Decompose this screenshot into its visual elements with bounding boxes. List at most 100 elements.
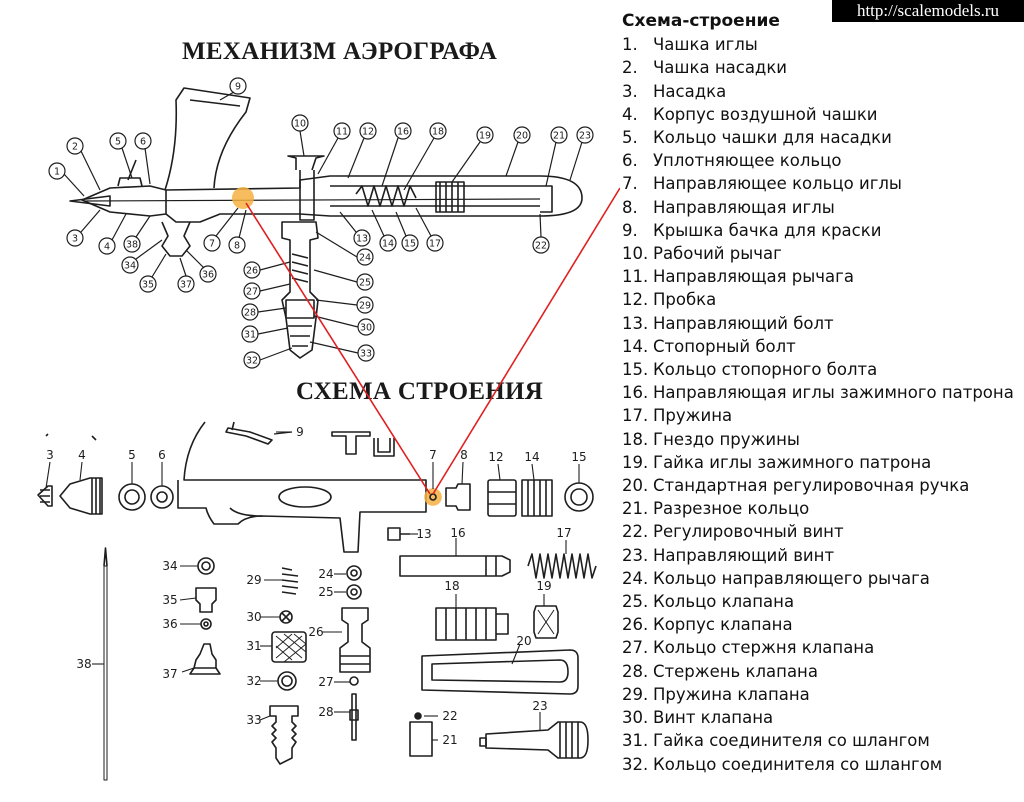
legend-item-text: Пробка [653, 290, 717, 310]
legend-item-number: 17. [622, 406, 649, 426]
assembly-callout-number: 37 [180, 280, 192, 291]
assembly-callout-number: 31 [244, 330, 256, 341]
part-number-18: 18 [444, 579, 459, 593]
part-number-21: 21 [442, 733, 457, 747]
assembly-callout-number: 4 [104, 242, 110, 253]
legend-item-text: Направляющая иглы [653, 197, 835, 217]
legend-item-number: 6. [622, 151, 638, 171]
legend-item-number: 13. [622, 313, 649, 333]
legend-item-number: 1. [622, 35, 638, 55]
legend-item-number: 22. [622, 522, 649, 542]
part-number-25: 25 [318, 585, 333, 599]
assembly-drawing [69, 87, 583, 359]
legend-item: 30.Винт клапана [622, 706, 1022, 729]
legend-item: 15.Кольцо стопорного болта [622, 358, 1022, 381]
part-number-3: 3 [46, 448, 54, 462]
legend-item-text: Крышка бачка для краски [653, 220, 882, 240]
legend-item-text: Направляющая рычага [653, 267, 854, 287]
airbrush-drawing: 1234567891011121314151617181920212322242… [37, 77, 620, 781]
assembly-callout-number: 8 [234, 241, 240, 252]
highlight-parts-7 [424, 488, 442, 506]
legend-item: 6. Уплотняющее кольцо [622, 149, 1022, 172]
assembly-callout-number: 34 [124, 261, 136, 272]
assembly-callout-number: 16 [397, 127, 409, 138]
legend-item-number: 9. [622, 220, 638, 240]
legend-item-number: 12. [622, 290, 649, 310]
part-number-5: 5 [128, 448, 136, 462]
part-number-36: 36 [162, 617, 177, 631]
legend-item: 5.Кольцо чашки для насадки [622, 126, 1022, 149]
assembly-callout-number: 24 [359, 253, 371, 264]
legend-item: 17.Пружина [622, 404, 1022, 427]
legend-item-number: 14. [622, 336, 649, 356]
legend-item-number: 15. [622, 360, 649, 380]
part-number-38: 38 [76, 657, 91, 671]
legend-item: 12.Пробка [622, 288, 1022, 311]
assembly-callout-number: 15 [404, 239, 416, 250]
assembly-callout-number: 21 [553, 131, 565, 142]
legend-item-text: Винт клапана [653, 708, 774, 728]
legend-item-text: Кольцо стопорного болта [653, 360, 878, 380]
legend-item-number: 18. [622, 429, 649, 449]
legend-item-number: 27. [622, 638, 649, 658]
legend-item-text: Рабочий рычаг [653, 244, 782, 264]
legend-item: 22.Регулировочный винт [622, 520, 1022, 543]
legend-item-number: 28. [622, 661, 649, 681]
legend-item: 31.Гайка соединителя со шлангом [622, 729, 1022, 752]
part-number-29: 29 [246, 573, 261, 587]
legend-item-number: 19. [622, 452, 649, 472]
part-number-34: 34 [162, 559, 177, 573]
legend-item-text: Кольцо стержня клапана [653, 638, 875, 658]
legend-item-number: 7. [622, 174, 638, 194]
legend-item-number: 11. [622, 267, 649, 287]
legend-item-text: Пружина клапана [653, 684, 810, 704]
part-number-12: 12 [488, 450, 503, 464]
assembly-callout-number: 1 [54, 167, 60, 178]
legend-item-number: 31. [622, 731, 649, 751]
part-number-16: 16 [450, 526, 465, 540]
assembly-callout-number: 3 [72, 234, 78, 245]
legend-item-text: Гайка соединителя со шлангом [653, 731, 930, 751]
part-number-33: 33 [246, 713, 261, 727]
legend-item: 1.Чашка иглы [622, 33, 1022, 56]
legend-item-text: Стопорный болт [653, 336, 796, 356]
legend-item-text: Уплотняющее кольцо [653, 151, 842, 171]
legend-item: 18.Гнездо пружины [622, 428, 1022, 451]
legend-item-number: 32. [622, 754, 649, 774]
legend-item: 28.Стержень клапана [622, 660, 1022, 683]
legend-item-number: 8. [622, 197, 638, 217]
assembly-callout-number: 12 [362, 127, 374, 138]
assembly-callout-number: 22 [535, 241, 547, 252]
legend-item-number: 5. [622, 128, 638, 148]
legend-item-text: Направляющее кольцо иглы [653, 174, 902, 194]
assembly-callout-number: 26 [246, 266, 258, 277]
legend-item: 27.Кольцо стержня клапана [622, 636, 1022, 659]
legend-item-number: 30. [622, 708, 649, 728]
part-number-17: 17 [556, 526, 571, 540]
assembly-callout-number: 11 [336, 127, 348, 138]
assembly-callout-number: 23 [579, 131, 591, 142]
legend-item-text: Кольцо клапана [653, 592, 795, 612]
legend-item: 24.Кольцо направляющего рычага [622, 567, 1022, 590]
legend-item-number: 20. [622, 476, 649, 496]
legend-item-number: 4. [622, 104, 638, 124]
legend-item-number: 21. [622, 499, 649, 519]
assembly-callout-number: 35 [142, 280, 154, 291]
part-number-14: 14 [524, 450, 539, 464]
legend-item: 8. Направляющая иглы [622, 196, 1022, 219]
legend-item-number: 23. [622, 545, 649, 565]
watermark-url[interactable]: http://scalemodels.ru [832, 0, 1024, 22]
legend-item-number: 24. [622, 568, 649, 588]
legend-item-text: Направляющий болт [653, 313, 834, 333]
assembly-callout-number: 36 [202, 270, 214, 281]
assembly-callout-number: 27 [246, 287, 258, 298]
legend-item: 16.Направляющая иглы зажимного патрона [622, 381, 1022, 404]
legend-item-text: Гнездо пружины [653, 429, 800, 449]
exploded-parts-drawing [37, 421, 597, 781]
assembly-callout-number: 32 [246, 356, 258, 367]
legend-item-text: Корпус воздушной чашки [653, 104, 878, 124]
assembly-callout-number: 33 [360, 349, 372, 360]
